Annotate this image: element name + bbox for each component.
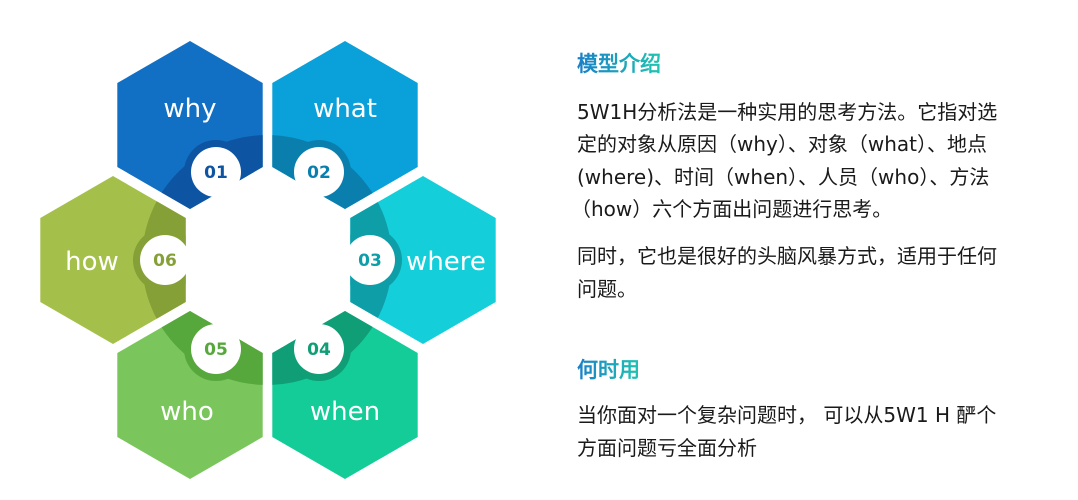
hexagon-label: why bbox=[163, 94, 216, 124]
hexagon-where: 03 where bbox=[345, 176, 496, 344]
intro-title: 模型介绍 bbox=[577, 48, 661, 78]
intro-line: 同时，它也是很好的头脑风暴方式，适用于任何 bbox=[577, 244, 997, 268]
hexagon-how: 06 how bbox=[40, 176, 190, 344]
number-badge bbox=[191, 147, 241, 197]
5w1h-hexagon-diagram: 01 why 02 what 03 where 04 when 05 who 06 how bbox=[40, 41, 496, 479]
step-number: 03 bbox=[358, 251, 382, 271]
hexagon-label: where bbox=[406, 247, 486, 277]
number-badge bbox=[191, 324, 241, 374]
hexagon-what: 02 what bbox=[272, 41, 418, 209]
hexagon-when: 04 when bbox=[272, 311, 418, 479]
hexagon-who: 05 who bbox=[117, 311, 263, 479]
hexagon-shape bbox=[350, 176, 496, 344]
hexagon-why: 01 why bbox=[117, 41, 263, 209]
number-badge bbox=[345, 235, 395, 285]
step-number: 06 bbox=[153, 251, 177, 271]
step-number: 01 bbox=[204, 163, 228, 183]
hexagon-label: how bbox=[65, 247, 119, 277]
hexagon-label: who bbox=[160, 397, 214, 427]
when-to-use-line: 方面问题亏全面分析 bbox=[577, 436, 757, 460]
number-badge bbox=[294, 324, 344, 374]
when-to-use-title: 何时用 bbox=[577, 354, 640, 384]
intro-line: (where)、时间（when）、人员（who）、方法 bbox=[577, 165, 990, 189]
step-number: 05 bbox=[204, 340, 228, 360]
hexagon-label: what bbox=[313, 94, 377, 124]
step-number: 02 bbox=[307, 163, 331, 183]
number-badge bbox=[140, 235, 190, 285]
intro-line: 5W1H分析法是一种实用的思考方法。它指对选 bbox=[577, 100, 998, 124]
step-number: 04 bbox=[307, 340, 331, 360]
when-to-use-line: 当你面对一个复杂问题时， 可以从5W1 H 酽个 bbox=[577, 403, 997, 427]
intro-line: 问题。 bbox=[577, 277, 637, 301]
hexagon-label: when bbox=[310, 397, 380, 427]
intro-line: 定的对象从原因（why）、对象（what）、地点 bbox=[577, 132, 987, 156]
number-badge bbox=[294, 147, 344, 197]
intro-line: （how）六个方面出问题进行思考。 bbox=[571, 197, 893, 221]
